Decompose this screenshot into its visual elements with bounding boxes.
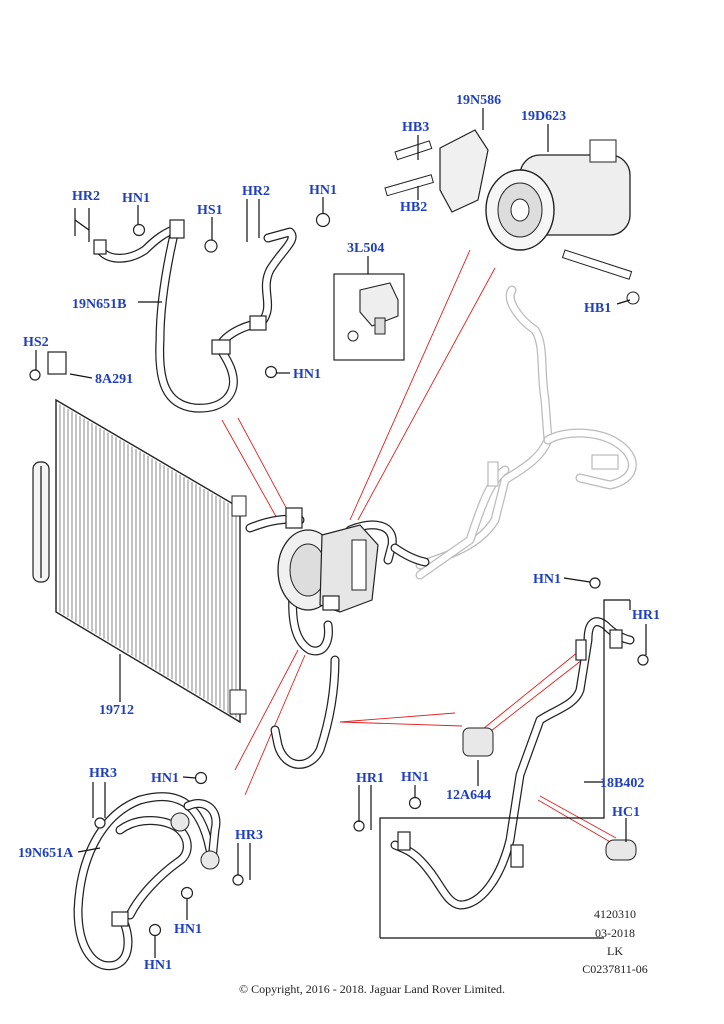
callout-hn1-box: HN1 [401, 770, 429, 785]
callout-hr1-box: HR1 [356, 771, 384, 786]
callout-8a291: 8A291 [95, 372, 133, 387]
inset-frames [333, 273, 631, 939]
callout-leaders [35, 108, 647, 958]
callout-hs2: HS2 [23, 335, 49, 350]
hose-19n651a [73, 792, 221, 971]
callout-hb1: HB1 [584, 301, 611, 316]
callout-hn1-bracket: HN1 [293, 367, 321, 382]
callout-hr2-left: HR2 [72, 189, 100, 204]
callout-hn1-bottom: HN1 [144, 958, 172, 973]
callout-18b402: 18B402 [600, 776, 644, 791]
condenser-19712 [32, 398, 247, 724]
callout-19712: 19712 [99, 703, 134, 718]
callout-12a644: 12A644 [446, 788, 491, 803]
callout-hb3: HB3 [402, 120, 429, 135]
copyright-notice: © Copyright, 2016 - 2018. Jaguar Land Ro… [239, 982, 505, 996]
callout-hn1-mid: HN1 [309, 183, 337, 198]
callout-19n651a: 19N651A [18, 846, 74, 861]
red-leader-lines [221, 249, 617, 844]
callout-hs1: HS1 [197, 203, 223, 218]
callout-hr3-left: HR3 [89, 766, 117, 781]
ghost-piping-background [415, 285, 637, 580]
callout-labels: HR2 HN1 HS1 HR2 HN1 HB3 HB2 19N586 19D62… [18, 93, 660, 973]
callout-hb2: HB2 [400, 200, 427, 215]
callout-hr2-mid: HR2 [242, 184, 270, 199]
compressor-assembly-center [245, 507, 430, 769]
callout-hr1-right: HR1 [632, 608, 660, 623]
callout-19n586: 19N586 [456, 93, 501, 108]
pressure-switch-3l504 [347, 282, 399, 342]
callout-19n651b: 19N651B [72, 297, 126, 312]
callout-3l504: 3L504 [347, 241, 384, 256]
fasteners [29, 140, 649, 937]
hose-19n651b [93, 219, 297, 413]
callout-hn1-lower: HN1 [151, 771, 179, 786]
compressor-19d623 [439, 129, 640, 305]
drawing-initials: LK [607, 944, 623, 958]
liquid-line-18b402 [390, 617, 635, 910]
drawing-date: 03-2018 [595, 926, 635, 940]
callout-hc1: HC1 [612, 805, 640, 820]
drawing-metadata: 4120310 03-2018 LK C0237811-06 © Copyrig… [239, 907, 648, 996]
drawing-ref: 4120310 [594, 907, 636, 921]
callout-hn1-right: HN1 [533, 572, 561, 587]
callout-19d623: 19D623 [521, 109, 566, 124]
callout-hr3-right: HR3 [235, 828, 263, 843]
callout-hn1-top-left: HN1 [122, 191, 150, 206]
callout-hn1-lower2: HN1 [174, 922, 202, 937]
drawing-code: C0237811-06 [582, 962, 648, 976]
